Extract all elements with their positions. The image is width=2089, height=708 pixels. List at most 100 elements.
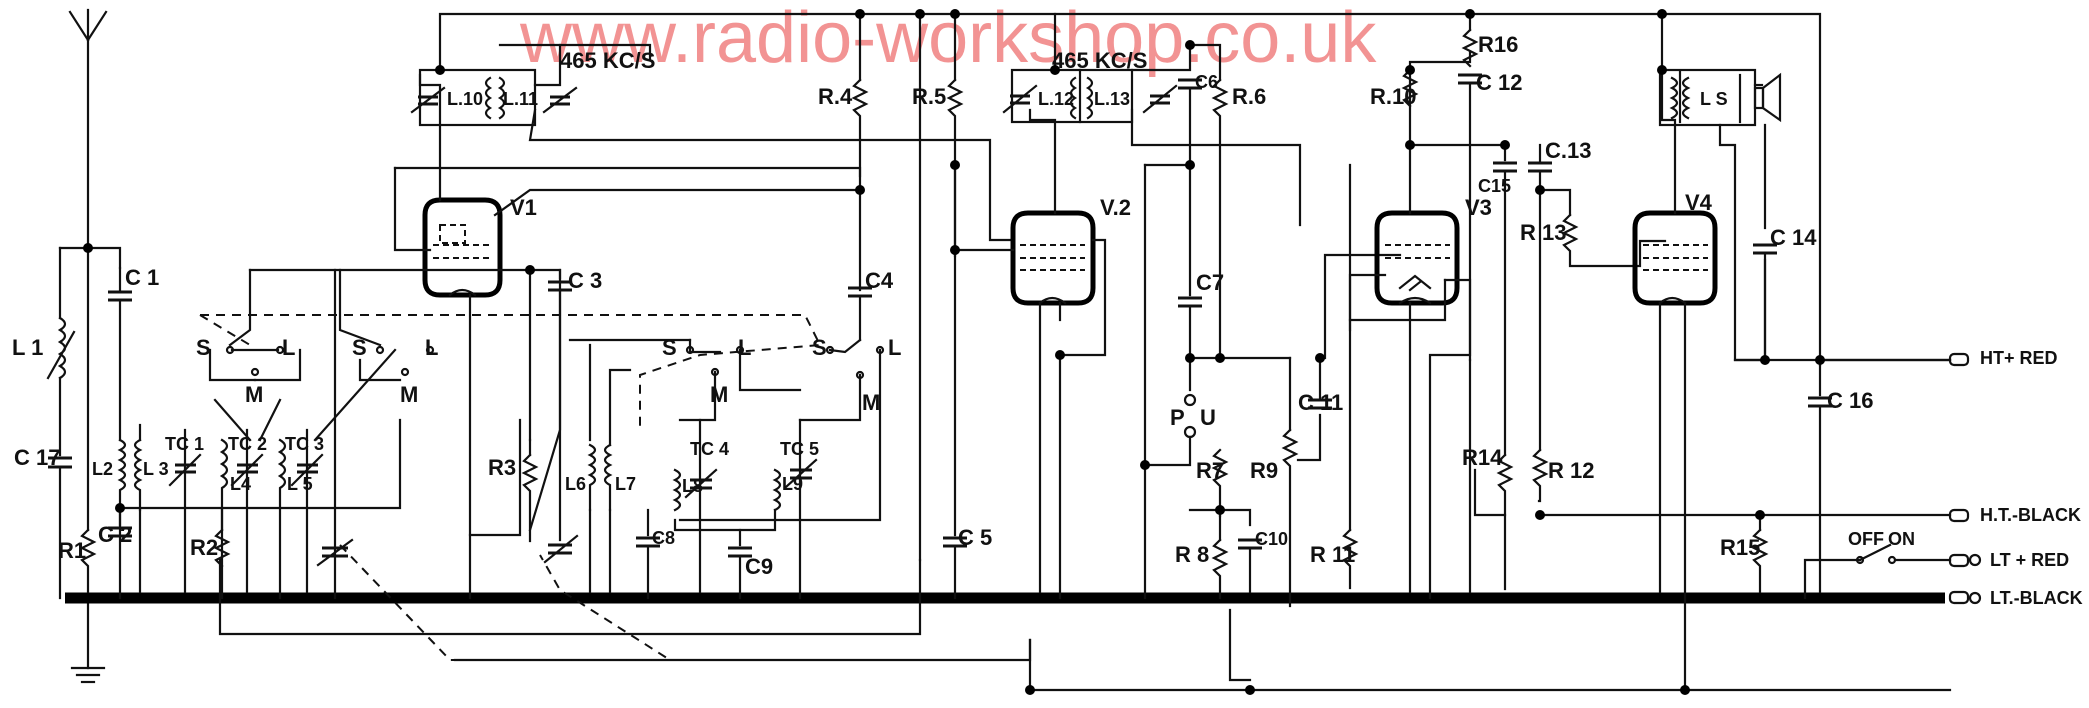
terminal-ht-black: H.T.-BLACK [1948, 505, 2081, 525]
label-c6: C6 [1195, 72, 1218, 92]
label-c4: C4 [865, 268, 894, 293]
label-r13: R 13 [1520, 220, 1566, 245]
label-tc5: TC 5 [780, 439, 819, 459]
if-transformer-2 [1002, 12, 1302, 227]
valve-v3 [1374, 210, 1460, 306]
label-r15: R15 [1720, 535, 1760, 560]
label-r2: R2 [190, 535, 218, 560]
label-l7: L7 [615, 474, 636, 494]
label-r16: R16 [1478, 32, 1518, 57]
label-l9: L9 [782, 474, 803, 494]
valve-label-v1: V1 [510, 195, 537, 220]
switch-s-1: S [196, 335, 211, 360]
label-r4: R.4 [818, 84, 853, 109]
label-r3: R3 [488, 455, 516, 480]
gang-link-dashed [200, 314, 822, 430]
svg-text:HT+ RED: HT+ RED [1980, 348, 2058, 368]
label-l3: L 3 [143, 459, 169, 479]
label-l4: L4 [230, 474, 251, 494]
label-l1: L 1 [12, 335, 43, 360]
switch-m-1: M [245, 382, 263, 407]
label-l8: L8 [682, 476, 703, 496]
aerial-symbol [68, 8, 108, 247]
label-tc4: TC 4 [690, 439, 729, 459]
switch-s-2: S [352, 335, 367, 360]
label-c11: C 11 [1298, 390, 1343, 415]
valve-label-v2: V.2 [1100, 195, 1131, 220]
label-c9: C9 [745, 554, 773, 579]
switch-s-4: S [812, 335, 827, 360]
label-c5: C 5 [958, 525, 992, 550]
junction-dots [83, 9, 1825, 695]
switch-m-4: M [862, 390, 880, 415]
wavechange-switch-2 [313, 268, 435, 442]
label-r8: R 8 [1175, 542, 1209, 567]
switch-l-3: L [738, 335, 751, 360]
label-c13: C.13 [1545, 138, 1591, 163]
label-l11: L.11 [503, 89, 538, 109]
if-freq-label-2: 465 KC/S [1052, 48, 1147, 73]
valve-label-v3: V3 [1465, 195, 1492, 220]
label-pu-u: U [1200, 405, 1216, 430]
switch-off-label: OFF [1848, 529, 1884, 549]
label-r12: R 12 [1548, 458, 1594, 483]
label-l10: L.10 [447, 89, 483, 109]
label-c14: C 14 [1770, 225, 1817, 250]
label-l6: L6 [565, 474, 586, 494]
label-tc2: TC 2 [228, 434, 267, 454]
power-switch [1803, 543, 1952, 600]
label-c8: C8 [652, 528, 675, 548]
terminal-lt-black: LT.-BLACK [1948, 588, 2083, 608]
switch-on-label: ON [1888, 529, 1915, 549]
label-c2: C 2 [98, 522, 132, 547]
terminal-ht-red: HT+ RED [1818, 348, 2058, 368]
switch-l-4: L [888, 335, 901, 360]
label-tc1: TC 1 [165, 434, 204, 454]
label-c10: C10 [1255, 529, 1288, 549]
switch-l-1: L [282, 335, 295, 360]
switch-m-2: M [400, 382, 418, 407]
label-c1: C 1 [125, 265, 159, 290]
svg-text:H.T.-BLACK: H.T.-BLACK [1980, 505, 2081, 525]
if-freq-label-1: 465 KC/S [560, 48, 655, 73]
valve-v4 [1632, 210, 1718, 306]
label-c3: C 3 [568, 268, 602, 293]
label-c7: C7 [1196, 270, 1224, 295]
label-r11: R 11 [1310, 542, 1355, 567]
label-r10: R.10 [1370, 84, 1416, 109]
label-l12: L.12 [1038, 89, 1074, 109]
label-ls: L S [1700, 89, 1728, 109]
terminal-lt-red: LT + RED [1948, 550, 2069, 570]
label-pu-p: P [1170, 405, 1185, 430]
label-r14: R14 [1462, 445, 1503, 470]
wavechange-switch-4 [678, 338, 885, 522]
label-r7: R7 [1196, 458, 1224, 483]
label-l2: L2 [92, 459, 113, 479]
label-r1: R1 [58, 538, 86, 563]
label-r9: R9 [1250, 458, 1278, 483]
wavechange-switch-3 [568, 338, 802, 422]
if-transformer-1 [410, 43, 1012, 242]
wavechange-switch-1 [208, 268, 302, 442]
svg-text:LT + RED: LT + RED [1990, 550, 2069, 570]
label-tc3: TC 3 [285, 434, 324, 454]
label-r6: R.6 [1232, 84, 1266, 109]
oscillator-coils-group [587, 343, 818, 600]
label-c16: C 16 [1827, 388, 1873, 413]
valve-label-v4: V4 [1685, 190, 1713, 215]
valve-v1 [422, 197, 503, 298]
label-c12: C 12 [1476, 70, 1522, 95]
loudspeaker-icon [1753, 72, 1782, 123]
label-r5: R.5 [912, 84, 946, 109]
switch-s-3: S [662, 335, 677, 360]
label-c15: C15 [1478, 176, 1511, 196]
label-l13: L.13 [1094, 89, 1130, 109]
switch-l-2: L [425, 335, 438, 360]
valve-v2 [1010, 210, 1096, 306]
svg-text:LT.-BLACK: LT.-BLACK [1990, 588, 2083, 608]
label-l5: L 5 [287, 474, 313, 494]
earth-symbol [70, 596, 106, 684]
component-labels: 465 KC/S 465 KC/S V1 V.2 V3 V4 L 1 L2 L … [12, 32, 1915, 579]
label-c17: C 17 [14, 445, 60, 470]
